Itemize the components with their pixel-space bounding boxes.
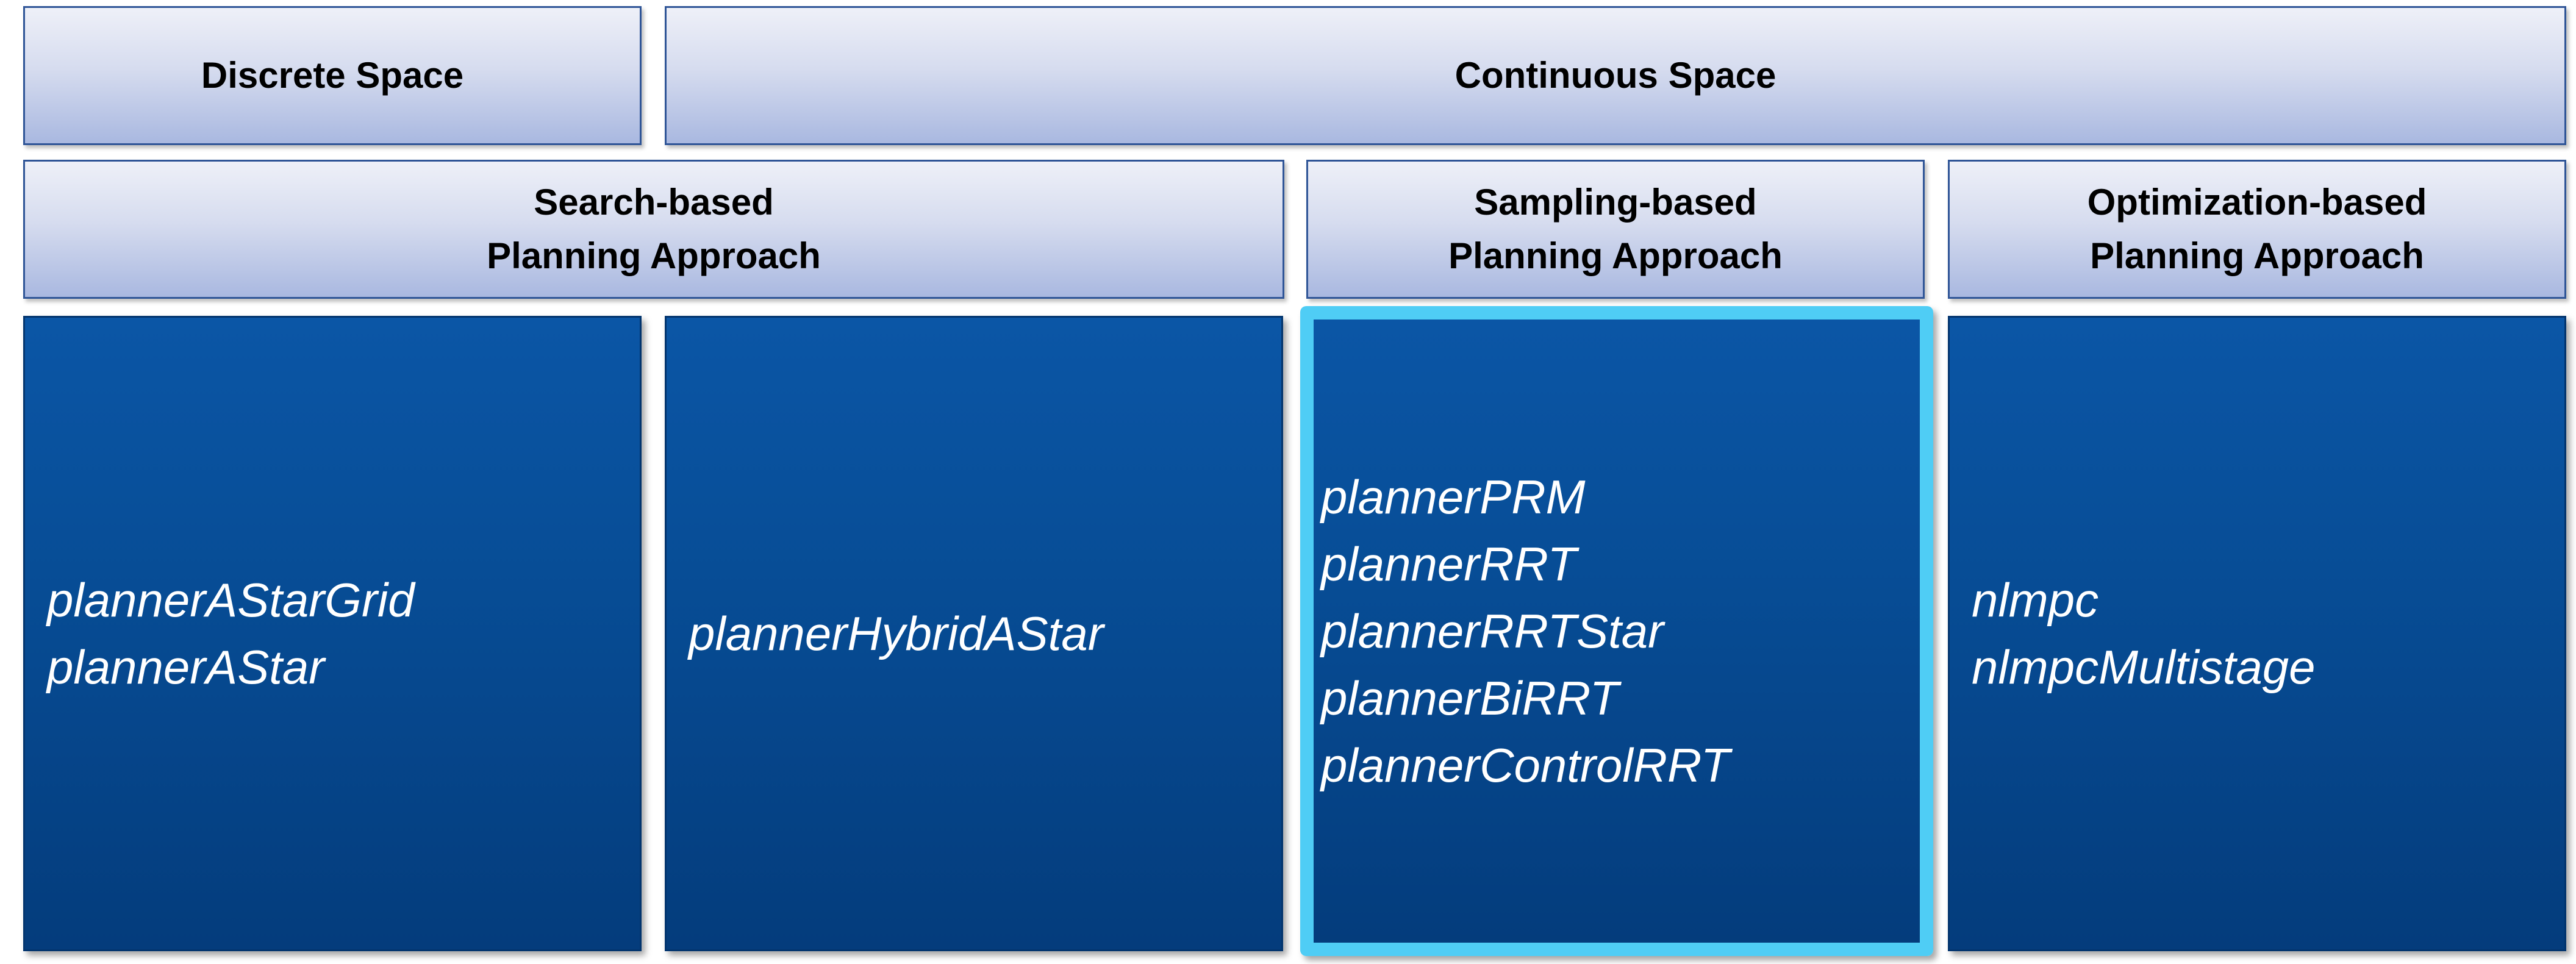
sampling-based-label-line1: Sampling-based xyxy=(1474,182,1757,223)
search-based-label-line1: Search-based xyxy=(534,182,774,223)
planner-birrt: plannerBiRRT xyxy=(1321,671,1619,725)
discrete-space-label: Discrete Space xyxy=(201,55,464,96)
optimization-based-label-line2: Planning Approach xyxy=(2090,235,2424,276)
nlmpc: nlmpc xyxy=(1972,573,2099,627)
sampling-box-highlighted: plannerPRM plannerRRT plannerRRTStar pla… xyxy=(1300,306,1933,956)
search-based-label-line2: Planning Approach xyxy=(487,235,821,276)
optimization-based-header: Optimization-based Planning Approach xyxy=(1948,160,2566,299)
planner-rrt: plannerRRT xyxy=(1321,537,1577,591)
nlmpc-multistage: nlmpcMultistage xyxy=(1972,640,2316,694)
planner-control-rrt: plannerControlRRT xyxy=(1321,738,1730,792)
planner-hybrid-astar: plannerHybridAStar xyxy=(689,607,1104,660)
sampling-based-label-line2: Planning Approach xyxy=(1448,235,1783,276)
optimization-box: nlmpc nlmpcMultistage xyxy=(1948,316,2566,951)
planner-prm: plannerPRM xyxy=(1321,470,1586,524)
planner-rrt-star: plannerRRTStar xyxy=(1321,604,1664,658)
continuous-space-header: Continuous Space xyxy=(665,6,2566,145)
sampling-based-header: Sampling-based Planning Approach xyxy=(1306,160,1925,299)
continuous-space-label: Continuous Space xyxy=(1454,55,1776,96)
search-continuous-box: plannerHybridAStar xyxy=(665,316,1283,951)
planner-astar-grid: plannerAStarGrid xyxy=(47,573,415,627)
search-discrete-box: plannerAStarGrid plannerAStar xyxy=(23,316,642,951)
optimization-based-label-line1: Optimization-based xyxy=(2087,182,2427,223)
planner-astar: plannerAStar xyxy=(47,640,325,694)
discrete-space-header: Discrete Space xyxy=(23,6,642,145)
search-based-header: Search-based Planning Approach xyxy=(23,160,1284,299)
